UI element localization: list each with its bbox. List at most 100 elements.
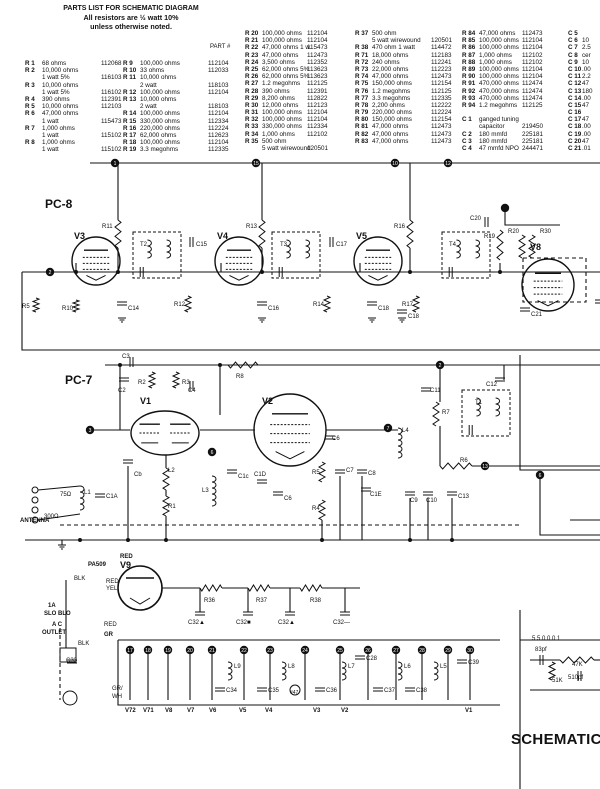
- test-point-node: [185, 645, 195, 655]
- part-number: 112473: [431, 73, 452, 81]
- test-point-node: [383, 423, 393, 433]
- part-number: 112104: [307, 30, 328, 37]
- test-point-label: 15: [253, 161, 259, 167]
- filament-tube-label: V3: [313, 708, 321, 714]
- part-value: 47,000 ohms: [372, 73, 409, 81]
- component-label: R14: [313, 302, 325, 308]
- ground-symbol: [367, 317, 377, 323]
- tube-label: V8: [530, 242, 541, 252]
- part-number: 112102: [522, 51, 543, 59]
- part-value: 33 ohms: [140, 67, 165, 75]
- part-ref: R 21: [245, 37, 259, 45]
- part-ref: R 89: [462, 65, 476, 73]
- wire-color-red: RED: [120, 554, 133, 560]
- part-number: 120501: [431, 37, 453, 45]
- part-value: .00: [582, 65, 591, 73]
- part-ref: R 18: [123, 139, 137, 147]
- part-number: 113623: [307, 73, 328, 81]
- parts-list-note-2: unless otherwise noted.: [90, 22, 172, 31]
- component-label: R36: [204, 598, 216, 604]
- test-point-label: 21: [209, 648, 215, 654]
- resistor: [183, 295, 193, 313]
- part-value: 100,000 ohms: [140, 110, 180, 118]
- part-number: 112473: [431, 130, 452, 138]
- test-point-node: [500, 203, 510, 213]
- resistor: [406, 219, 414, 249]
- part-number: 112223: [431, 65, 452, 73]
- part-value: 10,000 ohms: [140, 95, 177, 103]
- part-ref: R 72: [355, 58, 369, 66]
- component-label: R19: [484, 234, 496, 240]
- inductor-coil: [227, 661, 233, 681]
- part-value: 330,000 ohms: [140, 117, 180, 125]
- test-point-label: 7: [387, 426, 390, 432]
- part-value: 470,000 ohms: [479, 80, 519, 88]
- part-ref: R 80: [355, 116, 369, 124]
- part-ref: R 86: [462, 44, 476, 52]
- resistor: [322, 295, 332, 313]
- part-ref: R 20: [245, 30, 259, 37]
- component-label: C11: [430, 388, 441, 394]
- test-point-label: 2: [439, 363, 442, 369]
- tube-envelope: [117, 565, 163, 611]
- tube-envelope: [130, 410, 200, 456]
- filament-tube-label: V2: [341, 708, 349, 714]
- part-ref: R 19: [123, 146, 137, 154]
- part-value: 1.2 megohms: [479, 101, 518, 109]
- component-label: C7: [346, 468, 354, 474]
- test-point-node: [390, 158, 400, 168]
- junction-dot: [118, 363, 122, 367]
- parts-list: PARTS LIST FOR SCHEMATIC DIAGRAM All res…: [0, 0, 600, 165]
- junction-dot: [408, 538, 412, 542]
- component-label: C33: [66, 658, 78, 664]
- part-value: 10,000 ohms: [42, 81, 79, 89]
- part-number: 112154: [431, 80, 452, 88]
- resistor: [147, 371, 157, 389]
- test-point-label: 3: [89, 428, 92, 434]
- component-label: R5: [312, 470, 320, 476]
- resistor: [439, 462, 473, 470]
- part-ref: R 2: [25, 67, 35, 75]
- component-label: L2: [168, 468, 175, 474]
- part-ref: R 33: [245, 123, 259, 131]
- part-ref: C 6: [568, 37, 578, 45]
- resistor: [162, 467, 170, 491]
- junction-dot: [408, 270, 412, 274]
- inductor-coil: [341, 661, 347, 681]
- part-number: 116102: [101, 88, 122, 96]
- part-value: 10: [582, 58, 590, 66]
- component-label: L5: [440, 664, 447, 670]
- test-point-label: 13: [482, 464, 488, 470]
- part-value: 47,000 ohms: [479, 30, 516, 37]
- part-ref: C 14: [568, 94, 582, 102]
- part-ref: R 25: [245, 65, 259, 73]
- filament-tube-label: V5: [239, 708, 247, 714]
- part-ref: R 79: [355, 109, 369, 117]
- component-label: C16: [268, 306, 280, 312]
- part-value: 47: [582, 116, 590, 124]
- filament-tube-label: V4: [265, 708, 273, 714]
- part-ref: R 32: [245, 116, 259, 124]
- part-value: 47,000 ohms: [262, 51, 299, 59]
- filament-tube-label: V6: [209, 708, 217, 714]
- part-ref: C 4: [462, 145, 472, 152]
- part-ref: C 21: [568, 145, 582, 152]
- agc-bus: [21, 272, 600, 351]
- test-point-label: 24: [302, 648, 308, 654]
- part-number: 112334: [307, 123, 328, 131]
- junction-dot: [78, 538, 82, 542]
- part-number: 112183: [431, 51, 452, 59]
- ac-plug: [62, 690, 78, 706]
- test-point-node: [417, 645, 427, 655]
- ground-symbol: [57, 544, 67, 550]
- component-label: R8: [236, 374, 244, 380]
- component-label: C34: [226, 688, 238, 694]
- test-point-node: [480, 461, 490, 471]
- section-label-pc8: PC-8: [45, 197, 73, 211]
- resistor: [171, 371, 181, 389]
- part-ref: C 17: [568, 116, 582, 124]
- test-point-label: 18: [145, 648, 151, 654]
- component-label: C35: [268, 688, 280, 694]
- inductor-coil: [211, 475, 217, 507]
- part-value: 10,000 ohms: [42, 103, 79, 111]
